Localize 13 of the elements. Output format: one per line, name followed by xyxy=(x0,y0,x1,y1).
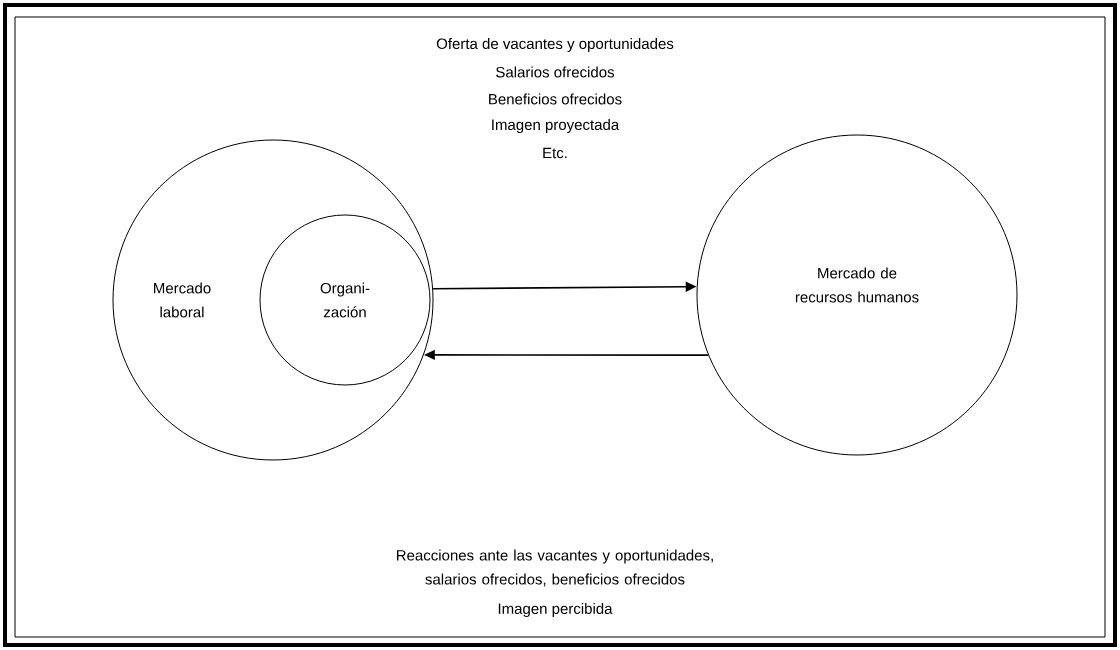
circle xyxy=(259,214,431,386)
circle xyxy=(112,139,434,461)
circle-label: Mercado de recursos humanos xyxy=(795,267,919,303)
circle xyxy=(696,134,1018,456)
annotation-text: Reacciones ante las vacantes y oportunidades, salarios ofrecidos, beneficios ofrecidos xyxy=(396,549,713,587)
annotation-text: Imagen proyectada xyxy=(492,119,620,133)
annotation-text: Salarios ofrecidos xyxy=(496,66,615,78)
annotation-text: Beneficios ofrecidos xyxy=(489,93,622,105)
annotation-text: Oferta de vacantes y oportunidades xyxy=(436,38,674,52)
annotation-text: Imagen percibida xyxy=(498,603,613,617)
circle-label: Organi- zación xyxy=(320,282,370,318)
circle-label: Mercado laboral xyxy=(154,282,211,318)
annotation-text: Etc. xyxy=(543,147,567,159)
